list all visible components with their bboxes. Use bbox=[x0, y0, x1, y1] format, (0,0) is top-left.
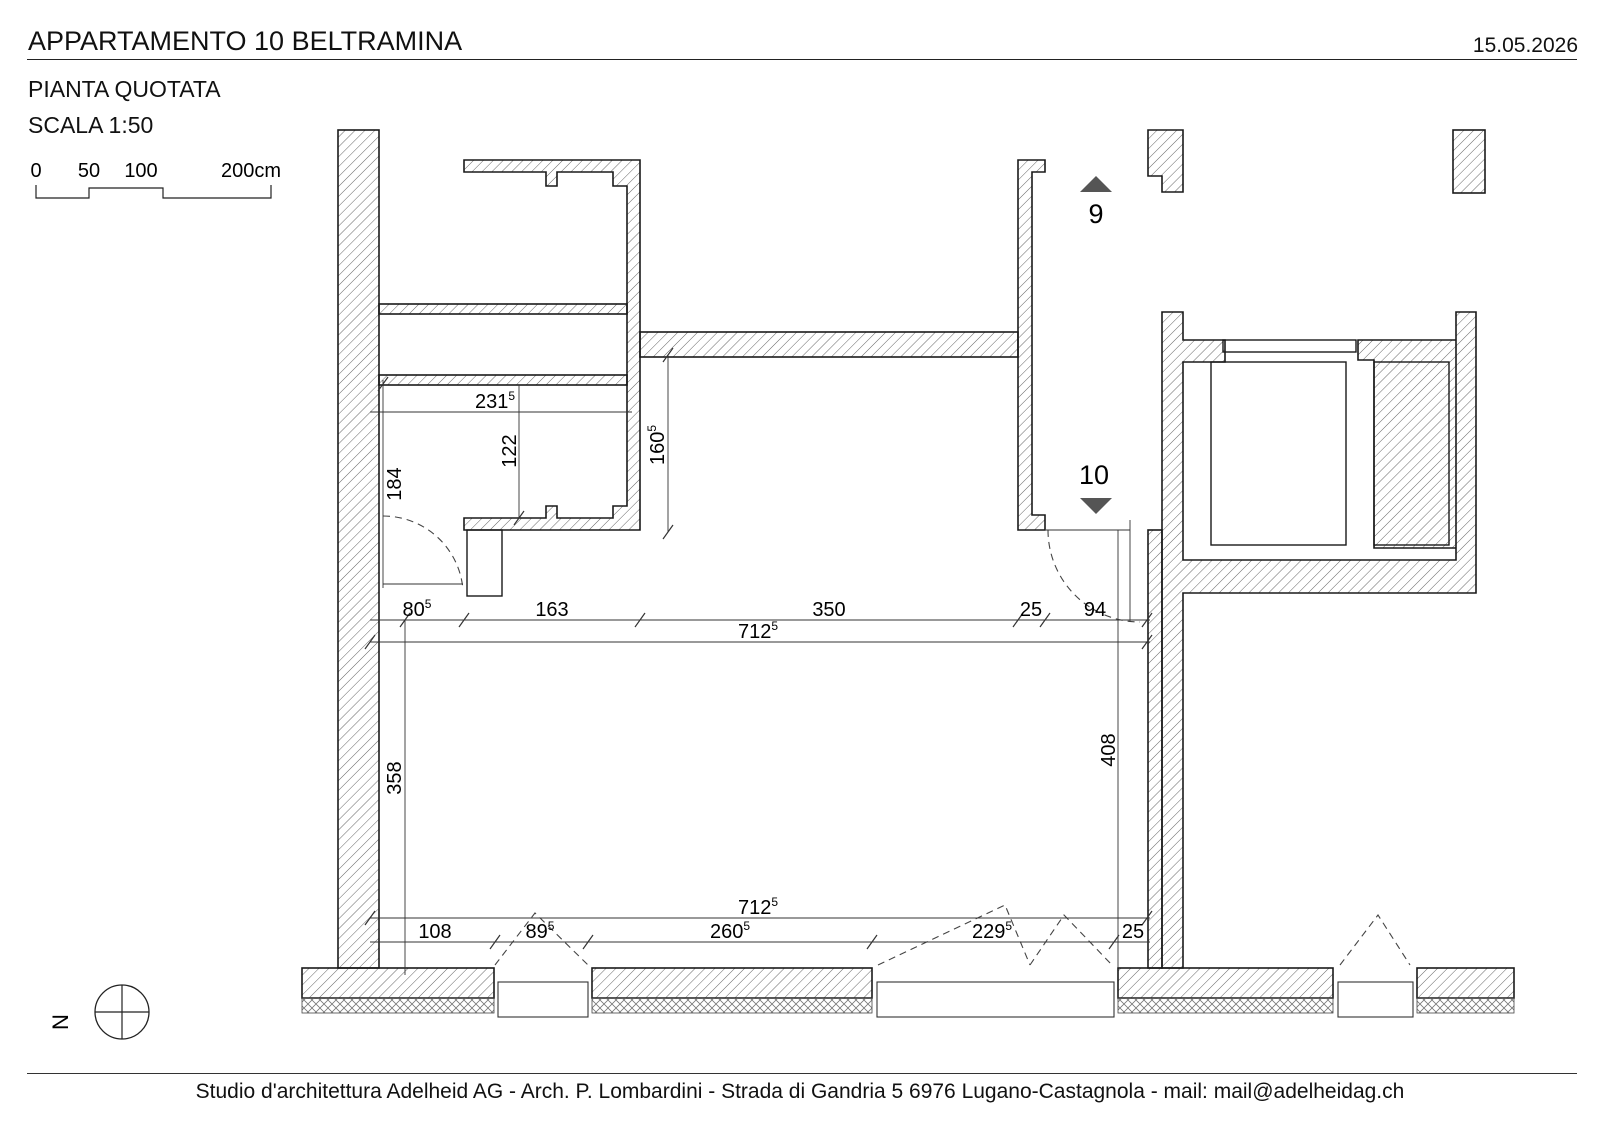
wall-middle bbox=[639, 331, 1019, 358]
window-swing-2 bbox=[877, 904, 1031, 966]
scale-tick-100: 100 bbox=[124, 160, 157, 182]
header-rule bbox=[27, 59, 1577, 60]
dim-tick bbox=[1012, 612, 1024, 628]
dim-tick bbox=[513, 510, 525, 526]
insulation-2 bbox=[591, 997, 873, 1014]
dim-label-712-bottom: 7125 bbox=[738, 895, 778, 919]
footer-rule bbox=[27, 1073, 1577, 1074]
north-label: N bbox=[48, 1014, 73, 1030]
dim-tick bbox=[1141, 910, 1153, 926]
dim-label-122: 122 bbox=[499, 434, 521, 467]
dim-label-80: 805 bbox=[403, 597, 432, 621]
section-label-10: 10 bbox=[1079, 460, 1109, 490]
dim-tick bbox=[634, 612, 646, 628]
drawing-date: 15.05.2026 bbox=[1472, 34, 1578, 57]
drawing-scale: SCALA 1:50 bbox=[28, 112, 154, 138]
scale-bar: 0 50 100 200cm bbox=[30, 160, 280, 199]
dim-label-163: 163 bbox=[535, 599, 568, 621]
dim-label-94: 94 bbox=[1084, 599, 1106, 621]
window-swing-3 bbox=[1029, 914, 1113, 966]
door-jamb bbox=[466, 529, 503, 597]
wall-bottom-4 bbox=[1416, 967, 1515, 999]
dim-label-184: 184 bbox=[384, 467, 406, 500]
dim-label-25-top: 25 bbox=[1020, 599, 1042, 621]
dim-tick bbox=[662, 524, 674, 540]
dim-label-160: 1605 bbox=[645, 425, 669, 465]
dim-label-260: 2605 bbox=[710, 919, 750, 943]
insulation-3 bbox=[1117, 997, 1334, 1014]
wall-right-apt bbox=[1147, 529, 1163, 969]
dim-tick bbox=[458, 612, 470, 628]
wall-bottom-2 bbox=[591, 967, 873, 999]
dim-tick bbox=[377, 376, 389, 392]
dim-label-231: 2315 bbox=[475, 389, 515, 413]
drawing-title: APPARTAMENTO 10 BELTRAMINA bbox=[28, 26, 463, 56]
wall-corridor bbox=[1017, 159, 1046, 531]
door-swing-1 bbox=[382, 515, 464, 591]
dim-tick bbox=[489, 934, 501, 950]
insulation-1 bbox=[301, 997, 495, 1014]
window-swing-1 bbox=[494, 912, 589, 966]
insulation-4 bbox=[1416, 997, 1515, 1014]
dim-tick bbox=[662, 347, 674, 363]
window-swing-4 bbox=[1339, 914, 1411, 966]
dim-label-712-top: 7125 bbox=[738, 619, 778, 643]
window-top bbox=[1222, 339, 1357, 353]
north-arrow: N bbox=[48, 984, 150, 1040]
room-box-2 bbox=[1373, 361, 1450, 546]
scale-tick-200: 200cm bbox=[221, 160, 280, 182]
dim-tick bbox=[1141, 634, 1153, 650]
dim-label-25-bottom: 25 bbox=[1122, 921, 1144, 943]
dim-tick bbox=[1108, 934, 1120, 950]
scale-tick-50: 50 bbox=[78, 160, 100, 182]
dim-tick bbox=[1039, 612, 1051, 628]
wall-bottom-3 bbox=[1117, 967, 1334, 999]
wall-stub-1 bbox=[1147, 129, 1184, 193]
dim-tick bbox=[582, 934, 594, 950]
dim-tick bbox=[364, 910, 376, 926]
dim-label-408: 408 bbox=[1098, 733, 1120, 766]
drawing-subtitle: PIANTA QUOTATA bbox=[28, 76, 221, 102]
section-arrow-10 bbox=[1080, 498, 1112, 514]
wall-bottom-1 bbox=[301, 967, 495, 999]
window-frame-3 bbox=[1337, 981, 1414, 1018]
dim-label-89: 895 bbox=[526, 919, 555, 943]
wall-left bbox=[337, 129, 380, 969]
scale-bar-line bbox=[35, 185, 272, 199]
dim-tick bbox=[1141, 612, 1153, 628]
wall-right-block bbox=[1161, 311, 1477, 969]
dim-label-108: 108 bbox=[418, 921, 451, 943]
window-frame-1 bbox=[497, 981, 589, 1018]
dim-tick bbox=[866, 934, 878, 950]
wall-stub-2 bbox=[1452, 129, 1486, 194]
dim-label-229: 2295 bbox=[972, 919, 1012, 943]
room-box-1 bbox=[1210, 361, 1347, 546]
section-arrow-9 bbox=[1080, 176, 1112, 192]
dim-tick bbox=[399, 612, 411, 628]
scale-tick-0: 0 bbox=[30, 160, 41, 182]
footer-credits: Studio d'architettura Adelheid AG - Arch… bbox=[195, 1080, 1405, 1103]
window-frame-2 bbox=[876, 981, 1115, 1018]
dim-label-358: 358 bbox=[384, 761, 406, 794]
dim-label-350: 350 bbox=[812, 599, 845, 621]
dim-tick bbox=[364, 634, 376, 650]
wall-shelf-1 bbox=[378, 303, 628, 315]
section-label-9: 9 bbox=[1088, 199, 1103, 229]
wall-small-room bbox=[463, 159, 641, 531]
wall-shelf-2 bbox=[378, 374, 628, 386]
